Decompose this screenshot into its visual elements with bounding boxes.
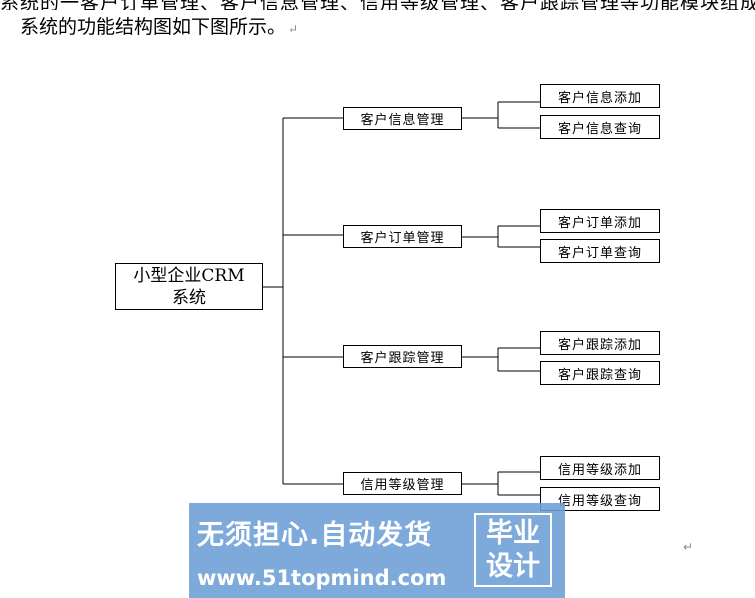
child-node-customer-tracking-add: 客户跟踪添加	[540, 331, 660, 355]
watermark-badge: 毕业 设计	[474, 513, 552, 587]
root-label-line-2: 系统	[172, 287, 206, 308]
paragraph-mark-icon-bottom: ↵	[683, 540, 694, 554]
watermark-slogan: 无须担心.自动发货	[197, 520, 433, 551]
child-node-credit-level-query: 信用等级查询	[540, 487, 660, 511]
module-node-customer-info: 客户信息管理	[343, 107, 462, 130]
cut-off-text-line: 系统的一客户订单管理、客户信息管理、信用等级管理、客户跟踪管理等功能模块组成，管…	[0, 0, 755, 10]
child-node-customer-info-add: 客户信息添加	[540, 84, 660, 108]
child-node-customer-info-query: 客户信息查询	[540, 115, 660, 139]
child-node-customer-order-add: 客户订单添加	[540, 209, 660, 233]
watermark-badge-line-1: 毕业	[486, 518, 540, 549]
child-node-credit-level-add: 信用等级添加	[540, 456, 660, 480]
intro-text: 系统的功能结构图如下图所示。	[20, 16, 287, 38]
module-node-customer-order: 客户订单管理	[343, 225, 462, 248]
watermark-text-group: 无须担心.自动发货 www.51topmind.com	[197, 513, 467, 590]
module-node-customer-tracking: 客户跟踪管理	[343, 345, 462, 368]
module-node-credit-level: 信用等级管理	[343, 472, 462, 495]
child-node-customer-tracking-query: 客户跟踪查询	[540, 361, 660, 385]
root-node: 小型企业CRM 系统	[115, 263, 263, 310]
paragraph-mark-icon: ↵	[288, 22, 299, 36]
watermark-url: www.51topmind.com	[197, 566, 447, 590]
watermark-banner: 无须担心.自动发货 www.51topmind.com 毕业 设计	[189, 503, 565, 598]
root-label-line-1: 小型企业CRM	[133, 265, 245, 286]
watermark-badge-line-2: 设计	[486, 551, 540, 582]
intro-paragraph: 系统的功能结构图如下图所示。↵	[20, 12, 298, 39]
child-node-customer-order-query: 客户订单查询	[540, 239, 660, 263]
